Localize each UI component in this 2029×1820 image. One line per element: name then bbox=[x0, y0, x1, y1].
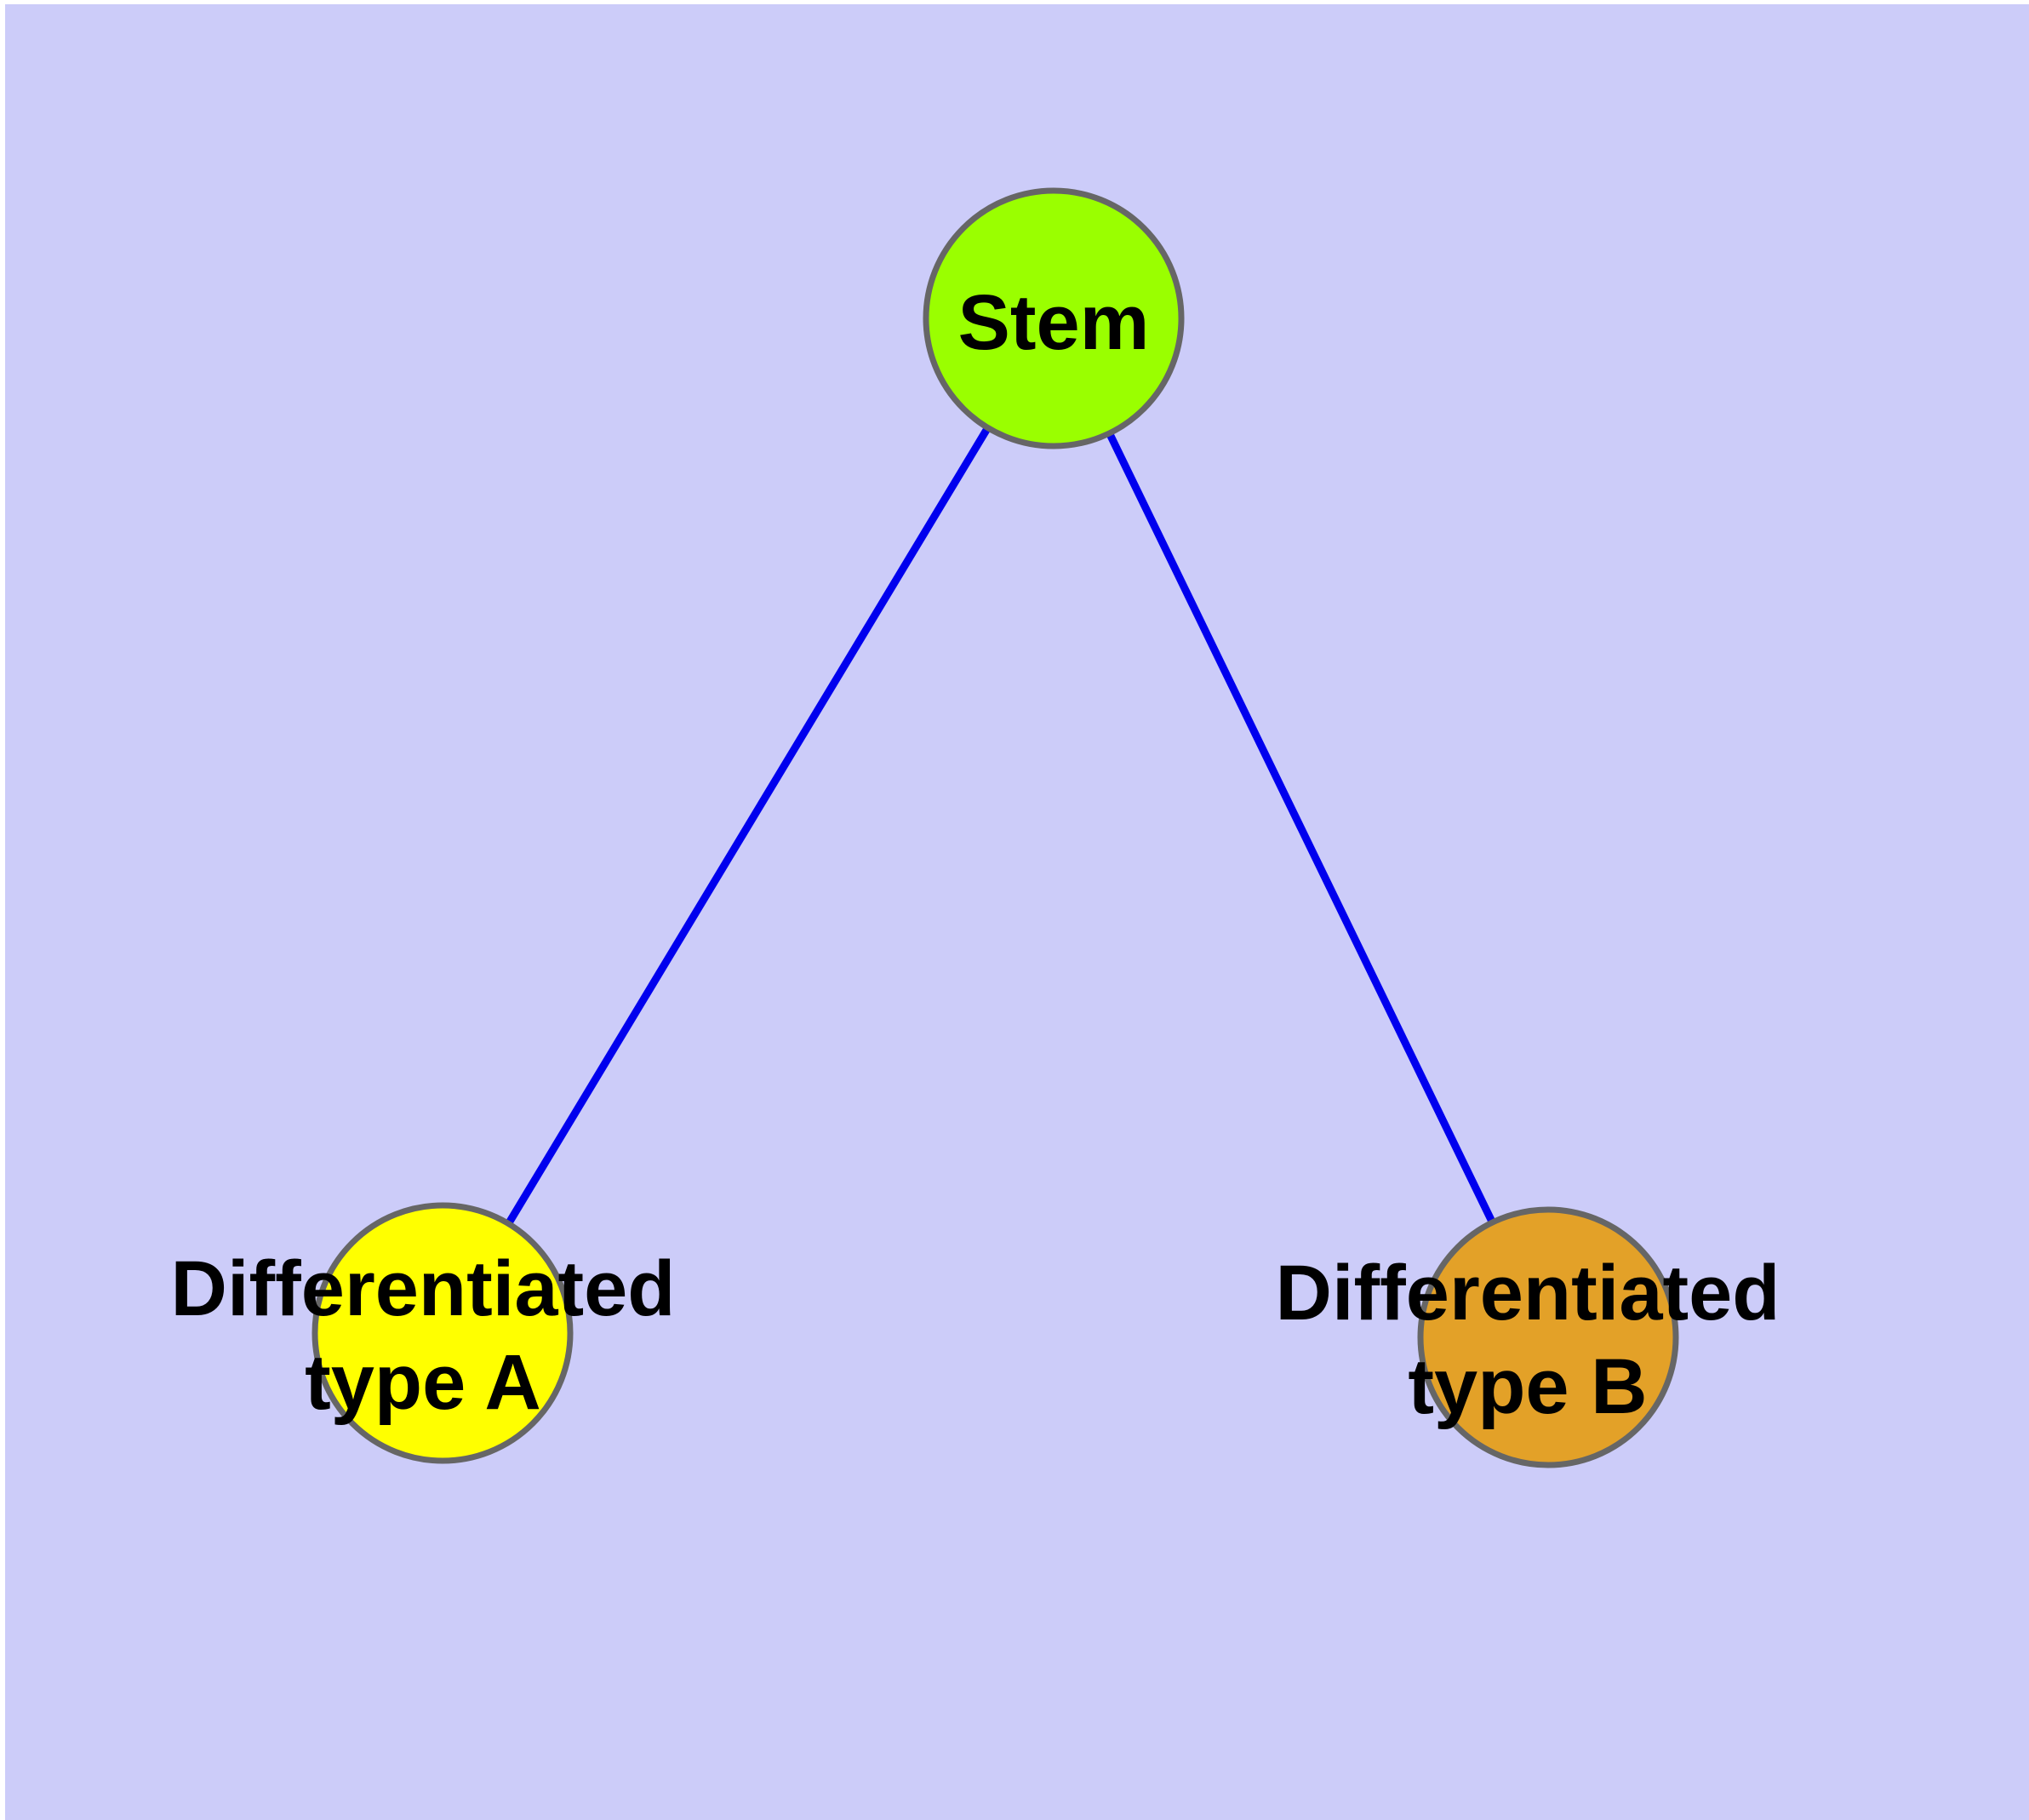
edge-stem-to-differentiated-type-a[interactable] bbox=[505, 426, 992, 1226]
node-differentiated-type-b-label-line2: type B bbox=[1408, 1343, 1647, 1430]
nodes-layer: Stem Differentiated type A Differentiate… bbox=[171, 187, 1780, 1468]
node-differentiated-type-a-label-line2: type A bbox=[305, 1339, 541, 1426]
edge-stem-to-differentiated-type-b[interactable] bbox=[1106, 431, 1496, 1225]
node-differentiated-type-a-circle[interactable] bbox=[311, 1202, 574, 1464]
node-differentiated-type-a[interactable]: Differentiated type A bbox=[171, 1202, 676, 1464]
node-differentiated-type-a-label-line1: Differentiated bbox=[171, 1245, 676, 1332]
node-differentiated-type-b[interactable]: Differentiated type B bbox=[1276, 1206, 1780, 1468]
node-stem-circle[interactable] bbox=[923, 187, 1185, 449]
node-differentiated-type-b-circle[interactable] bbox=[1417, 1206, 1679, 1468]
node-differentiated-type-b-label-line1: Differentiated bbox=[1276, 1250, 1780, 1336]
node-stem-label: Stem bbox=[958, 279, 1150, 366]
node-stem[interactable]: Stem bbox=[923, 187, 1185, 449]
edges-layer bbox=[505, 426, 1496, 1226]
